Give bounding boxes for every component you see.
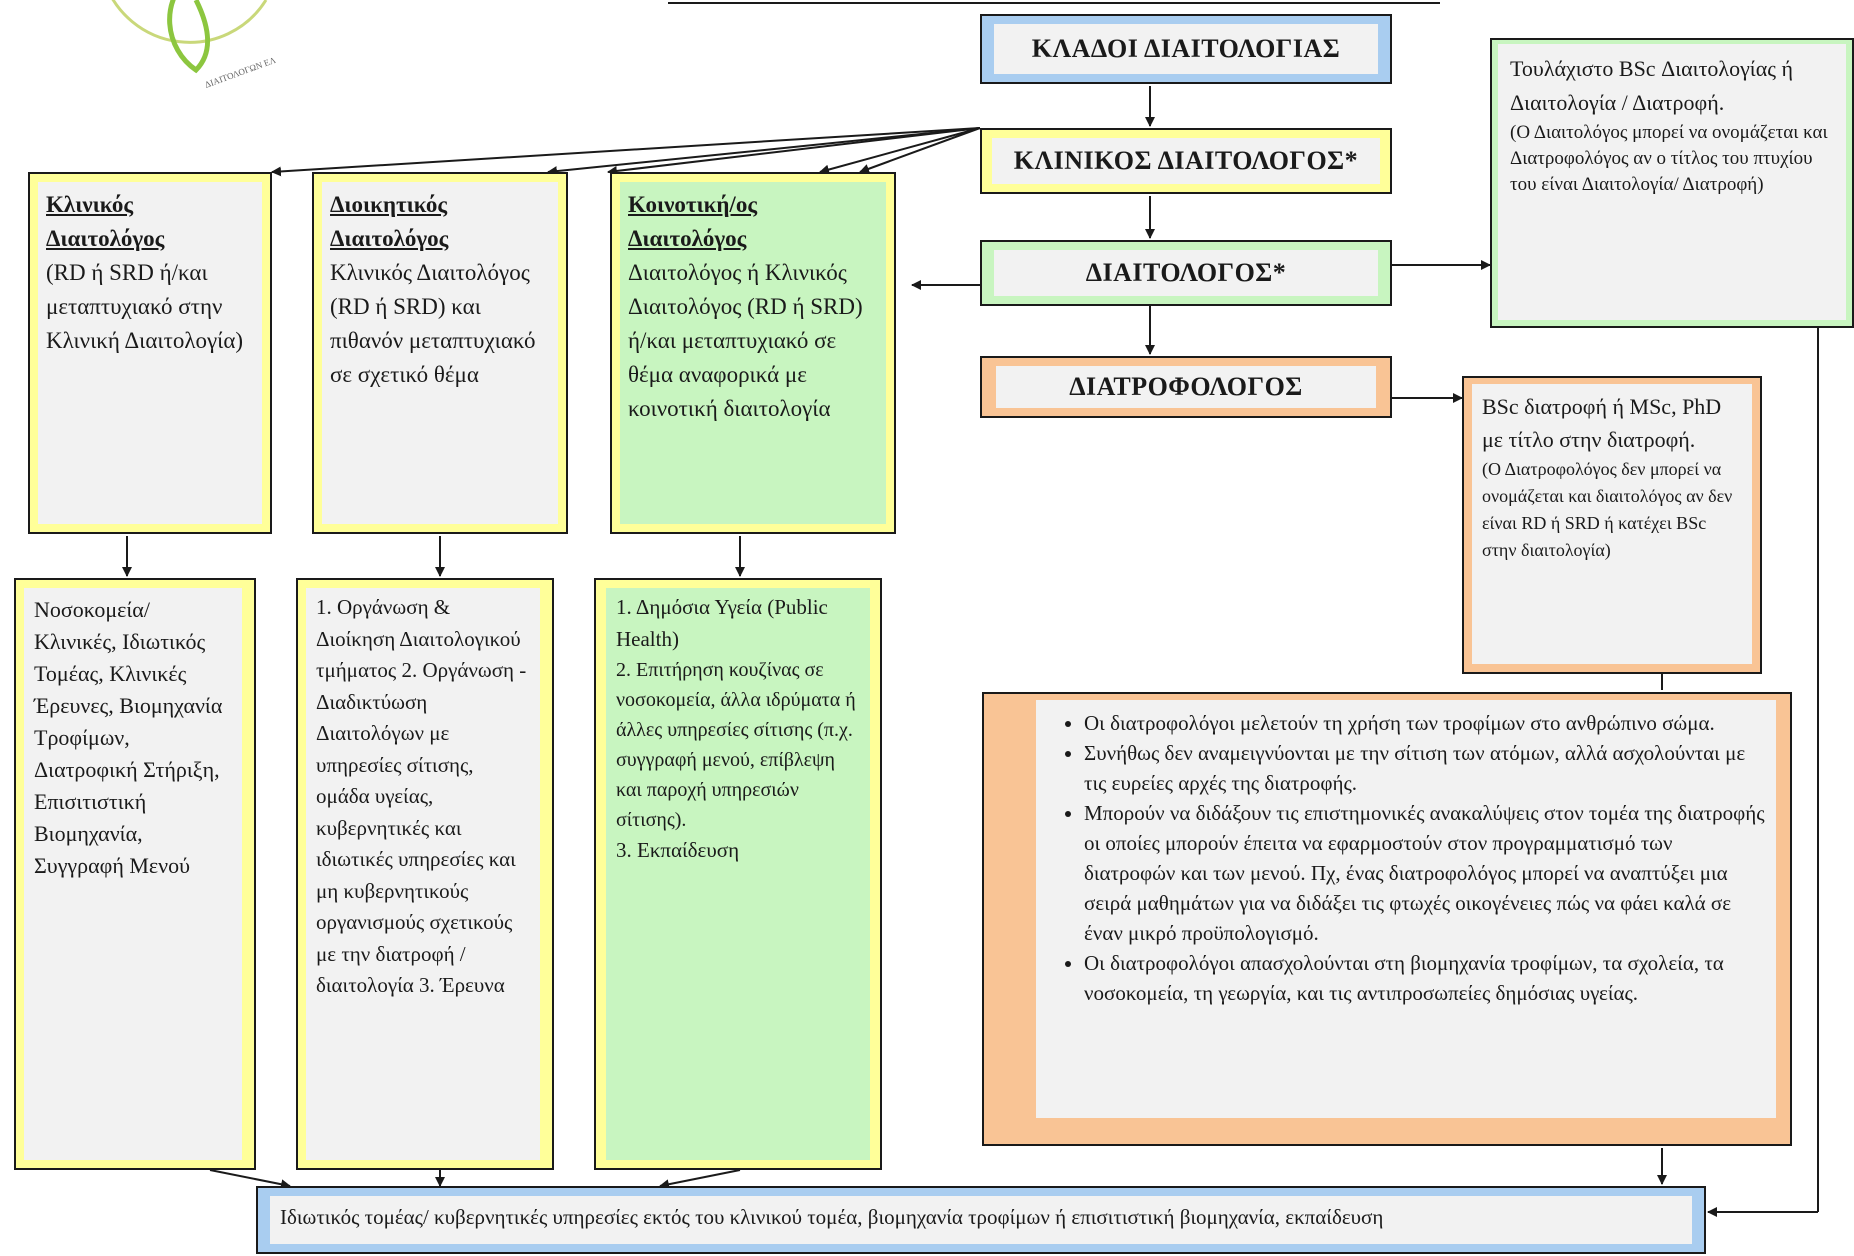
branch-admin-text: Διοικητικός Διαιτολόγος Κλινικός Διαιτολ… <box>330 188 550 392</box>
dietitian-box: ΔΙΑΙΤΟΛΟΓΟΣ* <box>980 240 1392 306</box>
branch-community-text: Κοινοτική/ος Διαιτολόγος Διαιτολόγος ή Κ… <box>628 188 878 426</box>
outcomes-clinical-text: Νοσοκομεία/ Κλινικές, Ιδιωτικός Τομέας, … <box>34 597 223 878</box>
page-title: ΚΛΑΔΟΙ ΔΙΑΙΤΟΛΟΓΙΑΣ <box>1031 34 1341 63</box>
branch-community-box: Κοινοτική/ος Διαιτολόγος Διαιτολόγος ή Κ… <box>610 172 896 534</box>
footer-text: Ιδιωτικός τομέας/ κυβερνητικές υπηρεσίες… <box>280 1205 1384 1229</box>
outcomes-community-item-1: 1. Δημόσια Υγεία (Public Health) <box>616 595 828 651</box>
branch-community-subtitle: Διαιτολόγος <box>628 226 747 251</box>
nutritionist-requirements-text: BSc διατροφή ή MSc, PhD με τίτλο στην δι… <box>1482 394 1722 452</box>
nutritionist-bullet: Συνήθως δεν αναμειγνύονται με την σίτιση… <box>1084 738 1766 798</box>
nutritionist-requirements-note: (Ο Διατροφολόγος δεν μπορεί να ονομάζετα… <box>1482 459 1733 560</box>
outcomes-clinical-box: Νοσοκομεία/ Κλινικές, Ιδιωτικός Τομέας, … <box>14 578 256 1170</box>
clinical-dietitian-label: ΚΛΙΝΙΚΟΣ ΔΙΑΙΤΟΛΟΓΟΣ* <box>1013 146 1359 175</box>
branch-clinical-box: Κλινικός Διαιτολόγος (RD ή SRD ή/και μετ… <box>28 172 272 534</box>
dietitian-label: ΔΙΑΙΤΟΛΟΓΟΣ* <box>1085 258 1287 287</box>
branch-admin-box: Διοικητικός Διαιτολόγος Κλινικός Διαιτολ… <box>312 172 568 534</box>
nutritionist-bullet: Οι διατροφολόγοι μελετούν τη χρήση των τ… <box>1084 708 1766 738</box>
header-box: ΚΛΑΔΟΙ ΔΙΑΙΤΟΛΟΓΙΑΣ <box>980 14 1392 84</box>
branch-clinical-subtitle: Διαιτολόγος <box>46 226 165 251</box>
branch-clinical-title: Κλινικός <box>46 192 134 217</box>
branch-community-body: Διαιτολόγος ή Κλινικός Διαιτολόγος (RD ή… <box>628 260 863 421</box>
nutritionist-bullet: Οι διατροφολόγοι απασχολούνται στη βιομη… <box>1084 948 1766 1008</box>
branch-community-title: Κοινοτική/ος <box>628 192 758 217</box>
dietitian-requirements-note: (Ο Διαιτολόγος μπορεί να ονομάζεται και … <box>1510 122 1828 195</box>
nutritionist-info-box: Οι διατροφολόγοι μελετούν τη χρήση των τ… <box>982 692 1792 1146</box>
dietitian-requirements-box: Τουλάχιστο BSc Διαιτολογίας ή Διαιτολογί… <box>1490 38 1854 328</box>
dietitian-requirements-text: Τουλάχιστο BSc Διαιτολογίας ή Διαιτολογί… <box>1510 56 1793 115</box>
outcomes-admin-box: 1. Οργάνωση & Διοίκηση Διαιτολογικού τμή… <box>296 578 554 1170</box>
nutritionist-requirements-box: BSc διατροφή ή MSc, PhD με τίτλο στην δι… <box>1462 376 1762 674</box>
outcomes-community-item-3: 3. Εκπαίδευση <box>616 838 740 862</box>
branch-admin-subtitle: Διαιτολόγος <box>330 226 449 251</box>
branch-clinical-body: (RD ή SRD ή/και μεταπτυχιακό στην Κλινικ… <box>46 260 244 353</box>
nutritionist-label: ΔΙΑΤΡΟΦΟΛΟΓΟΣ <box>1069 372 1303 401</box>
outcomes-community-item-2: 2. Επιτήρηση κουζίνας σε νοσοκομεία, άλλ… <box>616 659 856 831</box>
branch-admin-body: Κλινικός Διαιτολόγος (RD ή SRD) και πιθα… <box>330 260 536 387</box>
clinical-dietitian-box: ΚΛΙΝΙΚΟΣ ΔΙΑΙΤΟΛΟΓΟΣ* <box>980 128 1392 194</box>
outcomes-community-box: 1. Δημόσια Υγεία (Public Health) 2. Επιτ… <box>594 578 882 1170</box>
outcomes-admin-text: 1. Οργάνωση & Διοίκηση Διαιτολογικού τμή… <box>316 595 527 997</box>
branch-clinical-text: Κλινικός Διαιτολόγος (RD ή SRD ή/και μετ… <box>46 188 254 358</box>
nutritionist-bullet-list: Οι διατροφολόγοι μελετούν τη χρήση των τ… <box>1036 708 1766 1008</box>
branch-admin-title: Διοικητικός <box>330 192 448 217</box>
nutritionist-box: ΔΙΑΤΡΟΦΟΛΟΓΟΣ <box>980 356 1392 418</box>
nutritionist-bullet: Μπορούν να διδάξουν τις επιστημονικές αν… <box>1084 798 1766 948</box>
footer-box: Ιδιωτικός τομέας/ κυβερνητικές υπηρεσίες… <box>256 1186 1706 1254</box>
